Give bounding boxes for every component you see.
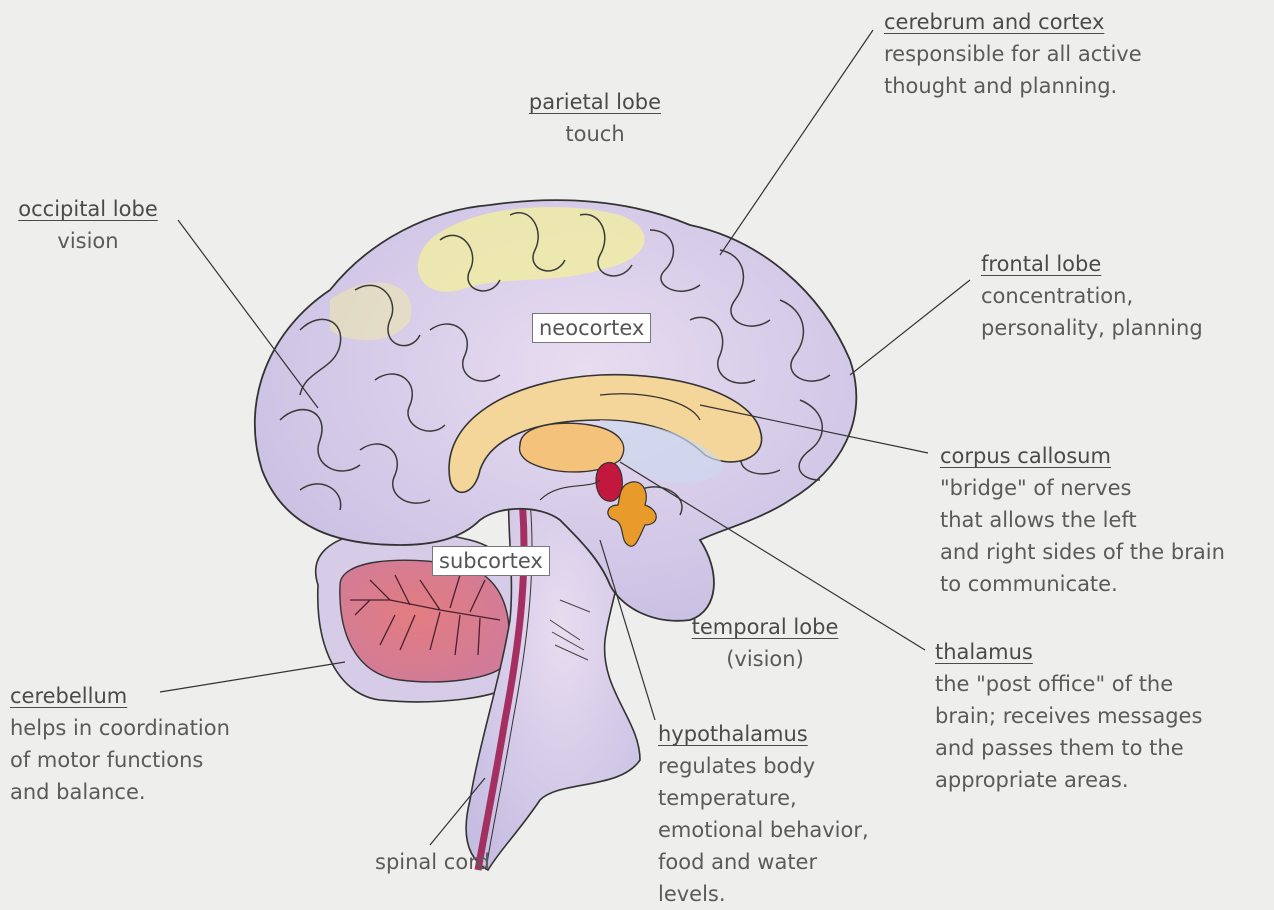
- label-parietal-desc: touch: [500, 118, 690, 150]
- label-corpus-callosum: corpus callosum "bridge" of nerves that …: [940, 440, 1225, 600]
- label-temporal: temporal lobe (vision): [670, 611, 860, 675]
- label-parietal-title: parietal lobe: [500, 86, 690, 118]
- label-cerebrum-title: cerebrum and cortex: [884, 6, 1142, 38]
- label-thalamus: thalamus the "post office" of the brain;…: [935, 636, 1202, 796]
- label-thalamus-title: thalamus: [935, 636, 1202, 668]
- label-corpus-callosum-desc: "bridge" of nerves that allows the left …: [940, 472, 1225, 600]
- thalamus-red: [596, 462, 622, 501]
- label-hypothalamus: hypothalamus regulates body temperature,…: [658, 718, 869, 910]
- label-spinal-cord-title: spinal cord: [375, 846, 490, 878]
- box-neocortex: neocortex: [532, 313, 651, 343]
- label-spinal-cord: spinal cord: [375, 846, 490, 878]
- label-occipital-title: occipital lobe: [4, 193, 172, 225]
- label-hypothalamus-title: hypothalamus: [658, 718, 869, 750]
- label-temporal-title: temporal lobe: [670, 611, 860, 643]
- cerebellum-inner: [340, 560, 509, 682]
- box-subcortex: subcortex: [432, 546, 550, 576]
- label-hypothalamus-desc: regulates body temperature, emotional be…: [658, 750, 869, 910]
- label-frontal-desc: concentration, personality, planning: [981, 280, 1203, 344]
- label-frontal-title: frontal lobe: [981, 248, 1203, 280]
- label-thalamus-desc: the "post office" of the brain; receives…: [935, 668, 1202, 796]
- label-cerebrum: cerebrum and cortex responsible for all …: [884, 6, 1142, 102]
- label-cerebellum: cerebellum helps in coordination of moto…: [10, 680, 230, 808]
- label-cerebrum-desc: responsible for all active thought and p…: [884, 38, 1142, 102]
- label-occipital-desc: vision: [4, 225, 172, 257]
- label-corpus-callosum-title: corpus callosum: [940, 440, 1225, 472]
- label-frontal: frontal lobe concentration, personality,…: [981, 248, 1203, 344]
- label-cerebellum-title: cerebellum: [10, 680, 230, 712]
- label-parietal: parietal lobe touch: [500, 86, 690, 150]
- label-occipital: occipital lobe vision: [4, 193, 172, 257]
- label-cerebellum-desc: helps in coordination of motor functions…: [10, 712, 230, 808]
- label-temporal-desc: (vision): [670, 643, 860, 675]
